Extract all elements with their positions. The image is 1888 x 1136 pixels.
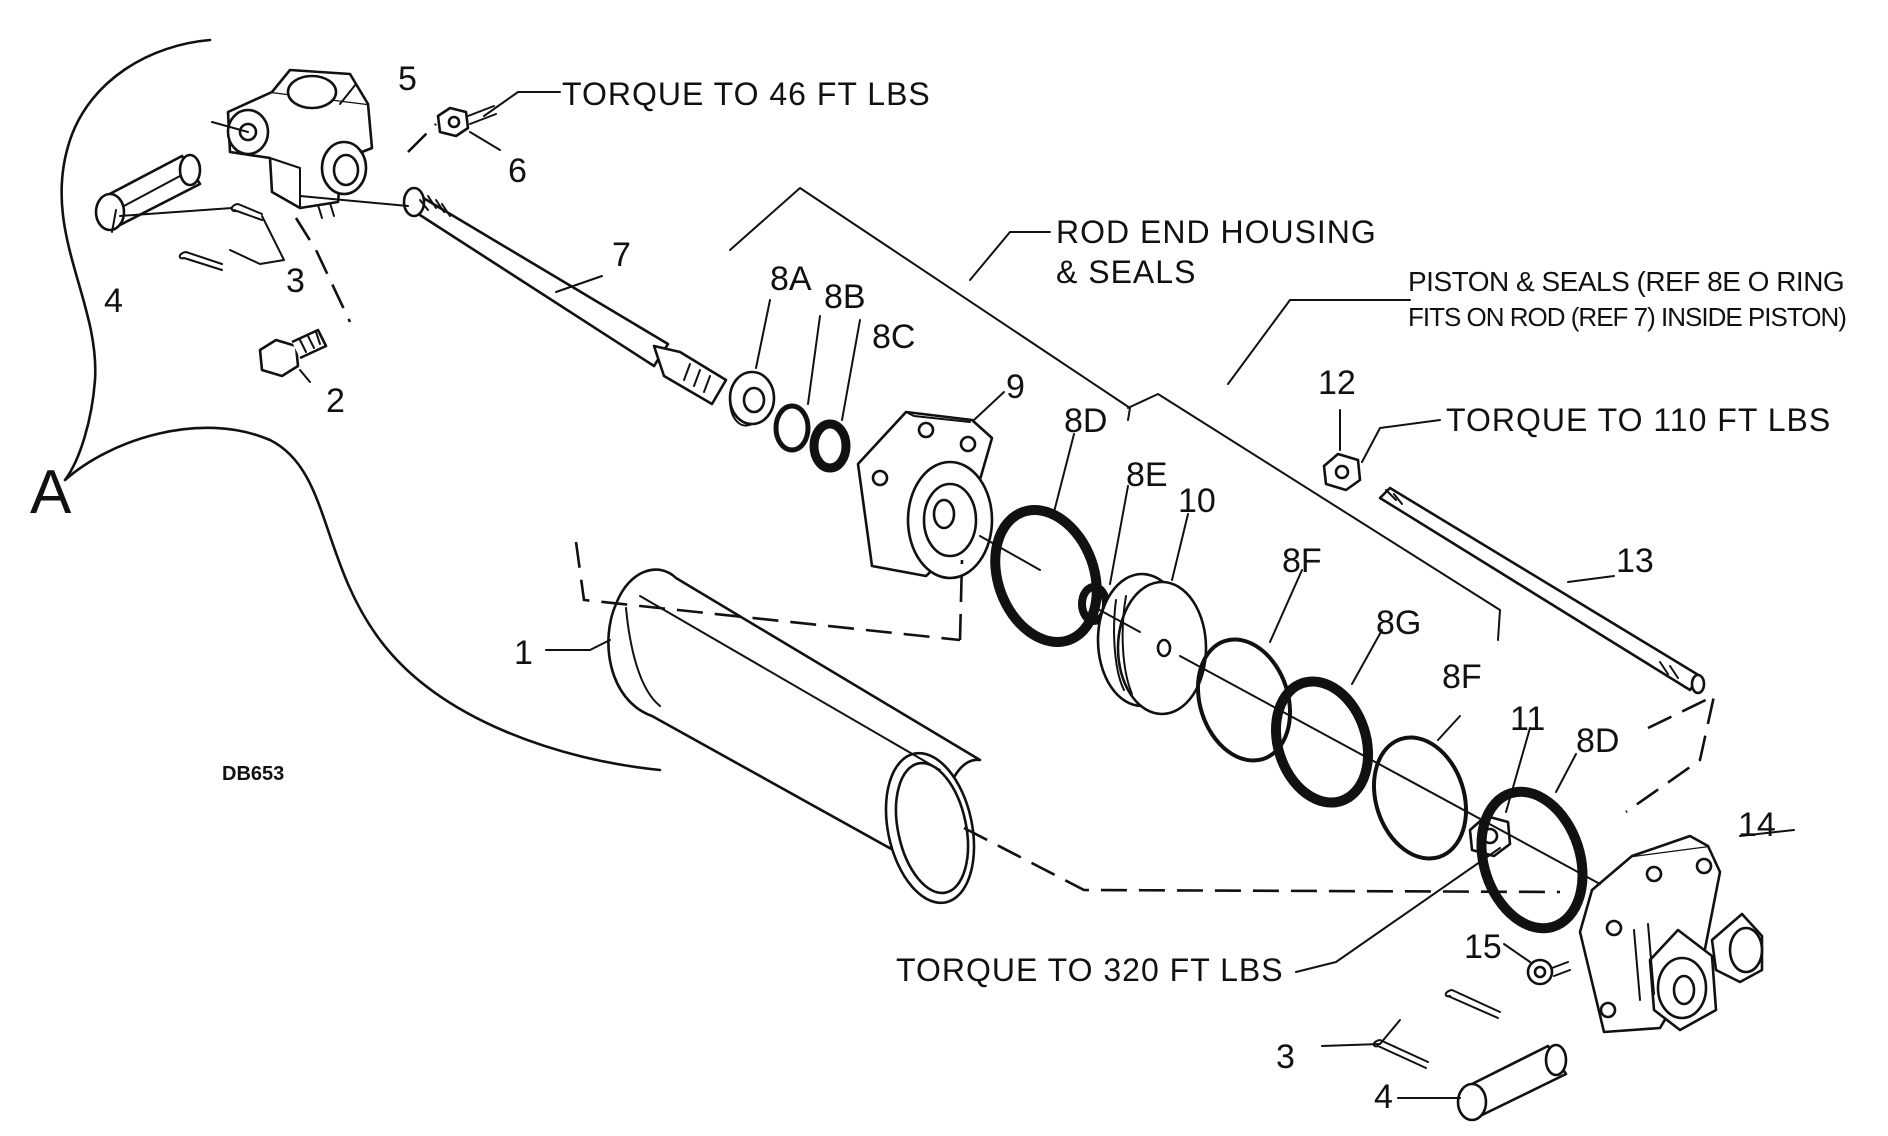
part-8g-o-ring [1270,676,1374,808]
callout-8d-bottom: 8D [1576,722,1620,760]
callout-9: 9 [1006,368,1025,406]
callout-12: 12 [1318,364,1356,402]
part-3-cotter-pins-top [178,203,263,271]
part-8d-large-o-ring-top [990,505,1102,647]
callout-3-top: 3 [286,262,305,300]
callout-2: 2 [326,382,345,420]
part-5-clevis-yoke [226,68,374,219]
part-14-cap-end-housing [1578,834,1764,1034]
callout-1: 1 [514,634,533,672]
part-8d-large-o-ring-bottom [1476,786,1588,934]
callout-4-bottom: 4 [1374,1078,1393,1116]
rod-end-housing-label-line2: & SEALS [1056,254,1197,290]
callout-10: 10 [1178,482,1216,520]
view-label: A [30,458,72,527]
callout-leader-lines [111,83,1795,1099]
part-8c-o-ring [809,419,851,473]
callout-8a: 8A [770,260,812,298]
rod-end-housing-label-line1: ROD END HOUSING [1056,214,1377,250]
callout-4-top: 4 [104,282,123,320]
part-7-piston-rod [402,186,728,406]
part-10-piston [1096,572,1208,716]
callout-15: 15 [1464,928,1502,966]
part-8a-bushing [728,370,776,427]
part-4-pin-top [94,153,202,232]
callout-3-bottom: 3 [1276,1038,1295,1076]
part-15-fitting [1526,958,1571,986]
torque-note-part-12: TORQUE TO 110 FT LBS [1446,402,1832,438]
callout-8e: 8E [1126,456,1168,494]
torque-note-part-6: TORQUE TO 46 FT LBS [562,76,931,112]
callout-6: 6 [508,152,527,190]
part-13-tie-rod [1378,486,1706,695]
view-a-boundary [60,38,662,772]
callout-14: 14 [1738,806,1776,844]
part-8b-ring [773,403,811,453]
piston-seals-label-line1: PISTON & SEALS (REF 8E O RING [1408,266,1845,297]
callout-8d-top: 8D [1064,402,1108,440]
part-8f-ring-1 [1195,637,1293,763]
callout-8f-first: 8F [1282,542,1322,580]
callout-8b: 8B [824,278,866,316]
callout-11: 11 [1510,700,1546,738]
callout-13: 13 [1616,542,1654,580]
group-bracket-lines [729,187,1501,641]
callout-5: 5 [398,60,417,98]
callout-8c: 8C [872,318,916,356]
part-4-pin-bottom [1456,1043,1568,1122]
part-2-bolt [258,328,328,378]
callout-7: 7 [612,236,631,274]
part-1-cylinder-barrel [607,568,982,905]
part-8f-ring-2 [1371,735,1469,861]
piston-seals-label-line2: FITS ON ROD (REF 7) INSIDE PISTON) [1408,302,1847,332]
part-12-nut [1322,452,1362,492]
callout-8f-second: 8F [1442,658,1482,696]
part-9-rod-end-housing [856,410,994,580]
torque-note-part-11: TORQUE TO 320 FT LBS [896,952,1284,988]
assembly-center-lines [119,121,1716,894]
drawing-code: DB653 [222,763,285,785]
callout-8g: 8G [1376,604,1422,642]
part-6-nut [436,105,497,138]
